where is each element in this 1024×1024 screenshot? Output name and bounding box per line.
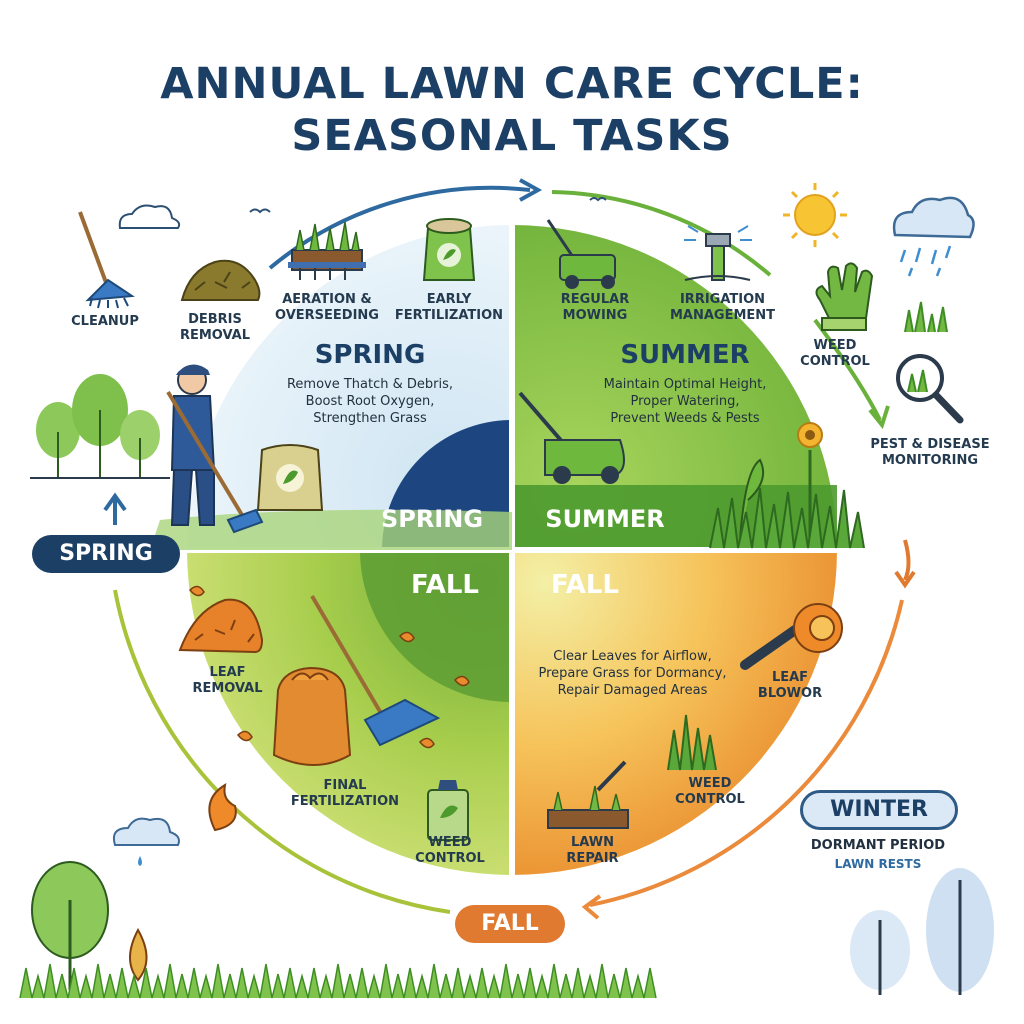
- summer-desc-1: Maintain Optimal Height,: [603, 377, 767, 392]
- task-weed-fall-right-label-2: CONTROL: [675, 792, 745, 807]
- task-weed-fall-right-label-1: WEED: [688, 776, 732, 791]
- winter-line1: DORMANT PERIOD: [810, 838, 946, 853]
- fertilizer-bag-icon: [422, 218, 476, 281]
- summer-title: SUMMER: [620, 340, 750, 370]
- glove-icon: [815, 262, 874, 331]
- lawn-mower-icon: [546, 219, 616, 289]
- summer-quadrant-badge: SUMMER: [545, 505, 665, 533]
- task-early-fert-label-2: FERTILIZATION: [394, 308, 504, 323]
- task-irrigation-label-2: MANAGEMENT: [669, 308, 776, 323]
- leaf-pile-icon: [178, 598, 264, 654]
- spring-desc-3: Strengthen Grass: [313, 411, 427, 426]
- winter-badge: WINTER: [800, 790, 958, 830]
- small-cloud-icon: [112, 817, 180, 866]
- bottom-grass: [19, 963, 657, 999]
- task-weed-fall-left-label-2: CONTROL: [415, 851, 485, 866]
- task-aeration-label-2: OVERSEEDING: [275, 308, 379, 323]
- task-weed-summer-label-2: CONTROL: [800, 354, 870, 369]
- leaf-sack-icon: [272, 666, 352, 766]
- task-debris-label-2: REMOVAL: [179, 328, 251, 343]
- task-irrigation-label-1: IRRIGATION: [679, 292, 766, 307]
- task-lawn-repair-label-2: REPAIR: [566, 851, 619, 866]
- task-blower-label-1: LEAF: [771, 670, 809, 685]
- weed-icon: [667, 714, 717, 771]
- seed-bag-icon: [256, 444, 324, 511]
- task-early-fert-label-1: EARLY: [426, 292, 472, 307]
- trees-icon: [30, 374, 170, 479]
- debris-pile-icon: [180, 259, 261, 301]
- task-pest-label-2: MONITORING: [881, 453, 979, 468]
- bottom-trees: [31, 861, 994, 995]
- cycle-label-spring: SPRING: [32, 535, 180, 573]
- page-title-line2: SEASONAL TASKS: [291, 111, 733, 161]
- task-pest-label-1: PEST & DISEASE: [870, 437, 990, 452]
- leaf-rake-icon: [310, 594, 441, 747]
- leaf-blower-icon: [740, 603, 843, 670]
- task-weed-fall-left-label-1: WEED: [428, 835, 472, 850]
- magnifier-icon: [896, 354, 964, 424]
- winter-line2: LAWN RESTS: [834, 857, 922, 871]
- task-final-fert-label-1: FINAL: [323, 778, 367, 793]
- task-leaf-removal-label-1: LEAF: [209, 665, 246, 680]
- sun-icon: [783, 183, 847, 247]
- task-blower-label-2: BLOWOR: [757, 686, 823, 701]
- spring-quadrant-badge: SPRING: [380, 505, 484, 533]
- cycle-label-fall: FALL: [455, 905, 565, 943]
- summer-desc-2: Proper Watering,: [630, 394, 740, 409]
- fall-right-title: FALL: [550, 570, 620, 600]
- fall-left-badge: FALL: [410, 570, 480, 600]
- task-debris-label-1: DEBRIS: [188, 312, 242, 327]
- summer-desc-3: Prevent Weeds & Pests: [610, 411, 760, 426]
- rake-icon: [78, 211, 135, 309]
- flower-icon: [739, 422, 823, 541]
- task-cleanup-label: CLEANUP: [71, 314, 139, 329]
- page-title-line1: ANNUAL LAWN CARE CYCLE:: [160, 59, 864, 109]
- spring-desc-2: Boost Root Oxygen,: [305, 394, 435, 409]
- fall-desc-2: Prepare Grass for Dormancy,: [538, 666, 727, 681]
- weed-spray-icon: [427, 780, 469, 841]
- spring-title: SPRING: [314, 340, 426, 370]
- task-final-fert-label-2: FERTILIZATION: [290, 794, 400, 809]
- task-aeration-label-1: AERATION &: [282, 292, 372, 307]
- fall-desc-1: Clear Leaves for Airflow,: [553, 649, 712, 664]
- cloud-icon: [118, 204, 181, 229]
- flame-leaf-icon: [208, 782, 237, 832]
- lawn-repair-icon: [547, 760, 629, 829]
- rain-cloud-icon: [892, 196, 975, 277]
- task-lawn-repair-label-1: LAWN: [571, 835, 614, 850]
- gardener-figure: [166, 364, 264, 534]
- fall-inner-disc: [360, 550, 512, 702]
- spring-desc-1: Remove Thatch & Debris,: [286, 377, 454, 392]
- fall-desc-3: Repair Damaged Areas: [557, 683, 708, 698]
- task-mowing-label-2: MOWING: [562, 308, 628, 323]
- summer-mower-icon: [518, 391, 625, 484]
- task-leaf-removal-label-2: REMOVAL: [192, 681, 263, 696]
- sprinkler-icon: [684, 225, 752, 281]
- task-weed-summer-label-1: WEED: [813, 338, 857, 353]
- task-mowing-label-1: REGULAR: [560, 292, 630, 307]
- aeration-icon: [288, 221, 366, 280]
